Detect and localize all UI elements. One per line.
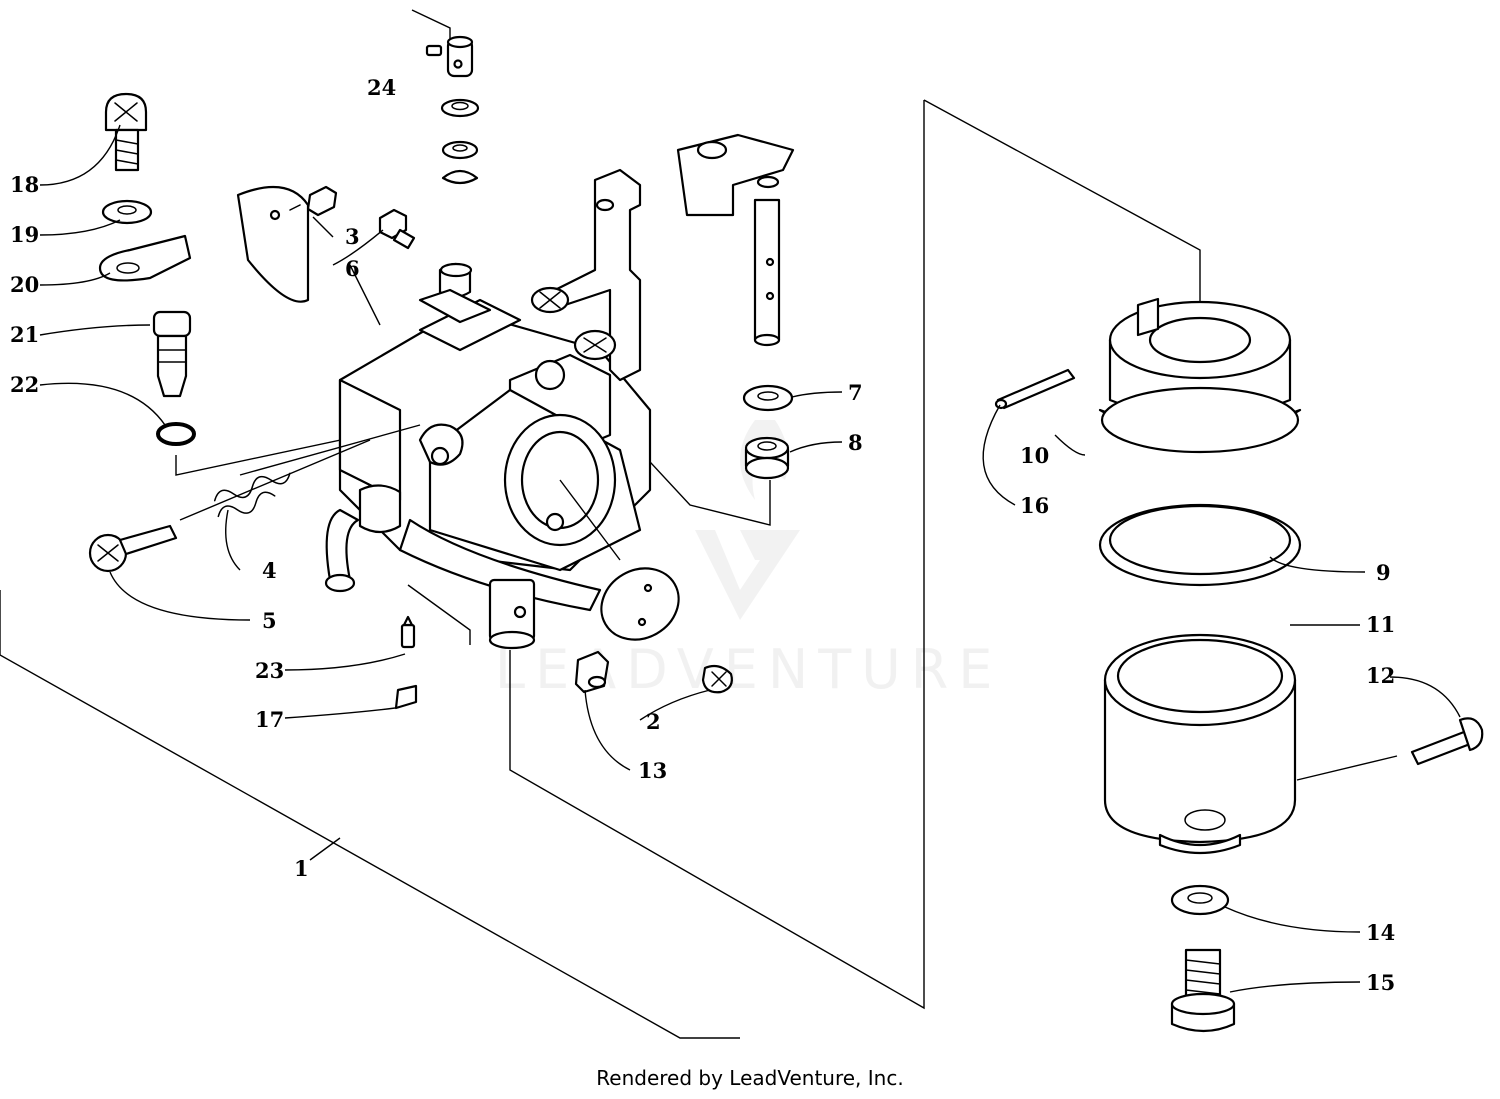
part-3-choke-plate-screw xyxy=(236,185,338,303)
callout-14: 14 xyxy=(1366,920,1395,945)
callout-3: 3 xyxy=(345,224,360,249)
callout-10: 10 xyxy=(1020,443,1049,468)
part-6-screw xyxy=(378,208,416,250)
part-5-pilot-screw xyxy=(88,524,178,573)
callout-4: 4 xyxy=(262,558,277,583)
watermark-text: LEADVENTURE xyxy=(495,638,1002,701)
callout-8: 8 xyxy=(848,430,863,455)
part-15-drain-screw xyxy=(1170,948,1236,1033)
part-4-spring xyxy=(213,472,291,518)
callout-2: 2 xyxy=(646,709,661,734)
footer-credit: Rendered by LeadVenture, Inc. xyxy=(596,1066,904,1090)
part-1-carburetor-body xyxy=(324,298,652,650)
callout-7: 7 xyxy=(848,380,863,405)
part-14-washer xyxy=(1170,884,1230,916)
callout-labels: 18 19 20 21 22 24 3 6 4 5 23 17 1 13 2 7… xyxy=(10,75,1395,995)
callout-9: 9 xyxy=(1376,560,1391,585)
callout-6: 6 xyxy=(345,256,360,281)
part-22-o-ring xyxy=(156,422,196,446)
callout-19: 19 xyxy=(10,222,39,247)
part-23-float-needle xyxy=(400,615,416,649)
part-20-plate xyxy=(98,234,192,282)
callout-21: 21 xyxy=(10,322,39,347)
part-7-washer xyxy=(742,384,794,412)
throttle-shaft-assembly xyxy=(676,133,795,347)
part-16-pin xyxy=(994,368,1076,410)
callout-11: 11 xyxy=(1366,612,1395,637)
callout-5: 5 xyxy=(262,608,277,633)
callout-24: 24 xyxy=(367,75,396,100)
part-8-bushing xyxy=(744,436,790,480)
callout-1: 1 xyxy=(294,856,309,881)
part-11-float-bowl xyxy=(1103,633,1297,855)
part-24-air-screw-assembly xyxy=(425,35,480,185)
callout-18: 18 xyxy=(10,172,39,197)
part-21-needle-jet xyxy=(152,310,192,398)
part-13-jet xyxy=(574,650,610,694)
part-2-choke-plate-screw xyxy=(600,567,733,694)
part-9-gasket xyxy=(1098,503,1302,587)
part-10-float xyxy=(1098,297,1302,454)
callout-16: 16 xyxy=(1020,493,1049,518)
callout-leaders xyxy=(39,124,1461,993)
callout-17: 17 xyxy=(255,707,284,732)
part-12-screw xyxy=(1410,717,1484,766)
callout-23: 23 xyxy=(255,658,284,683)
part-18-screw xyxy=(104,92,148,172)
callout-13: 13 xyxy=(638,758,667,783)
part-19-washer xyxy=(101,199,153,225)
throttle-lever-bracket xyxy=(418,168,642,382)
part-17-clip xyxy=(394,684,418,710)
callout-22: 22 xyxy=(10,372,39,397)
callout-20: 20 xyxy=(10,272,39,297)
callout-15: 15 xyxy=(1366,970,1395,995)
callout-12: 12 xyxy=(1366,663,1395,688)
